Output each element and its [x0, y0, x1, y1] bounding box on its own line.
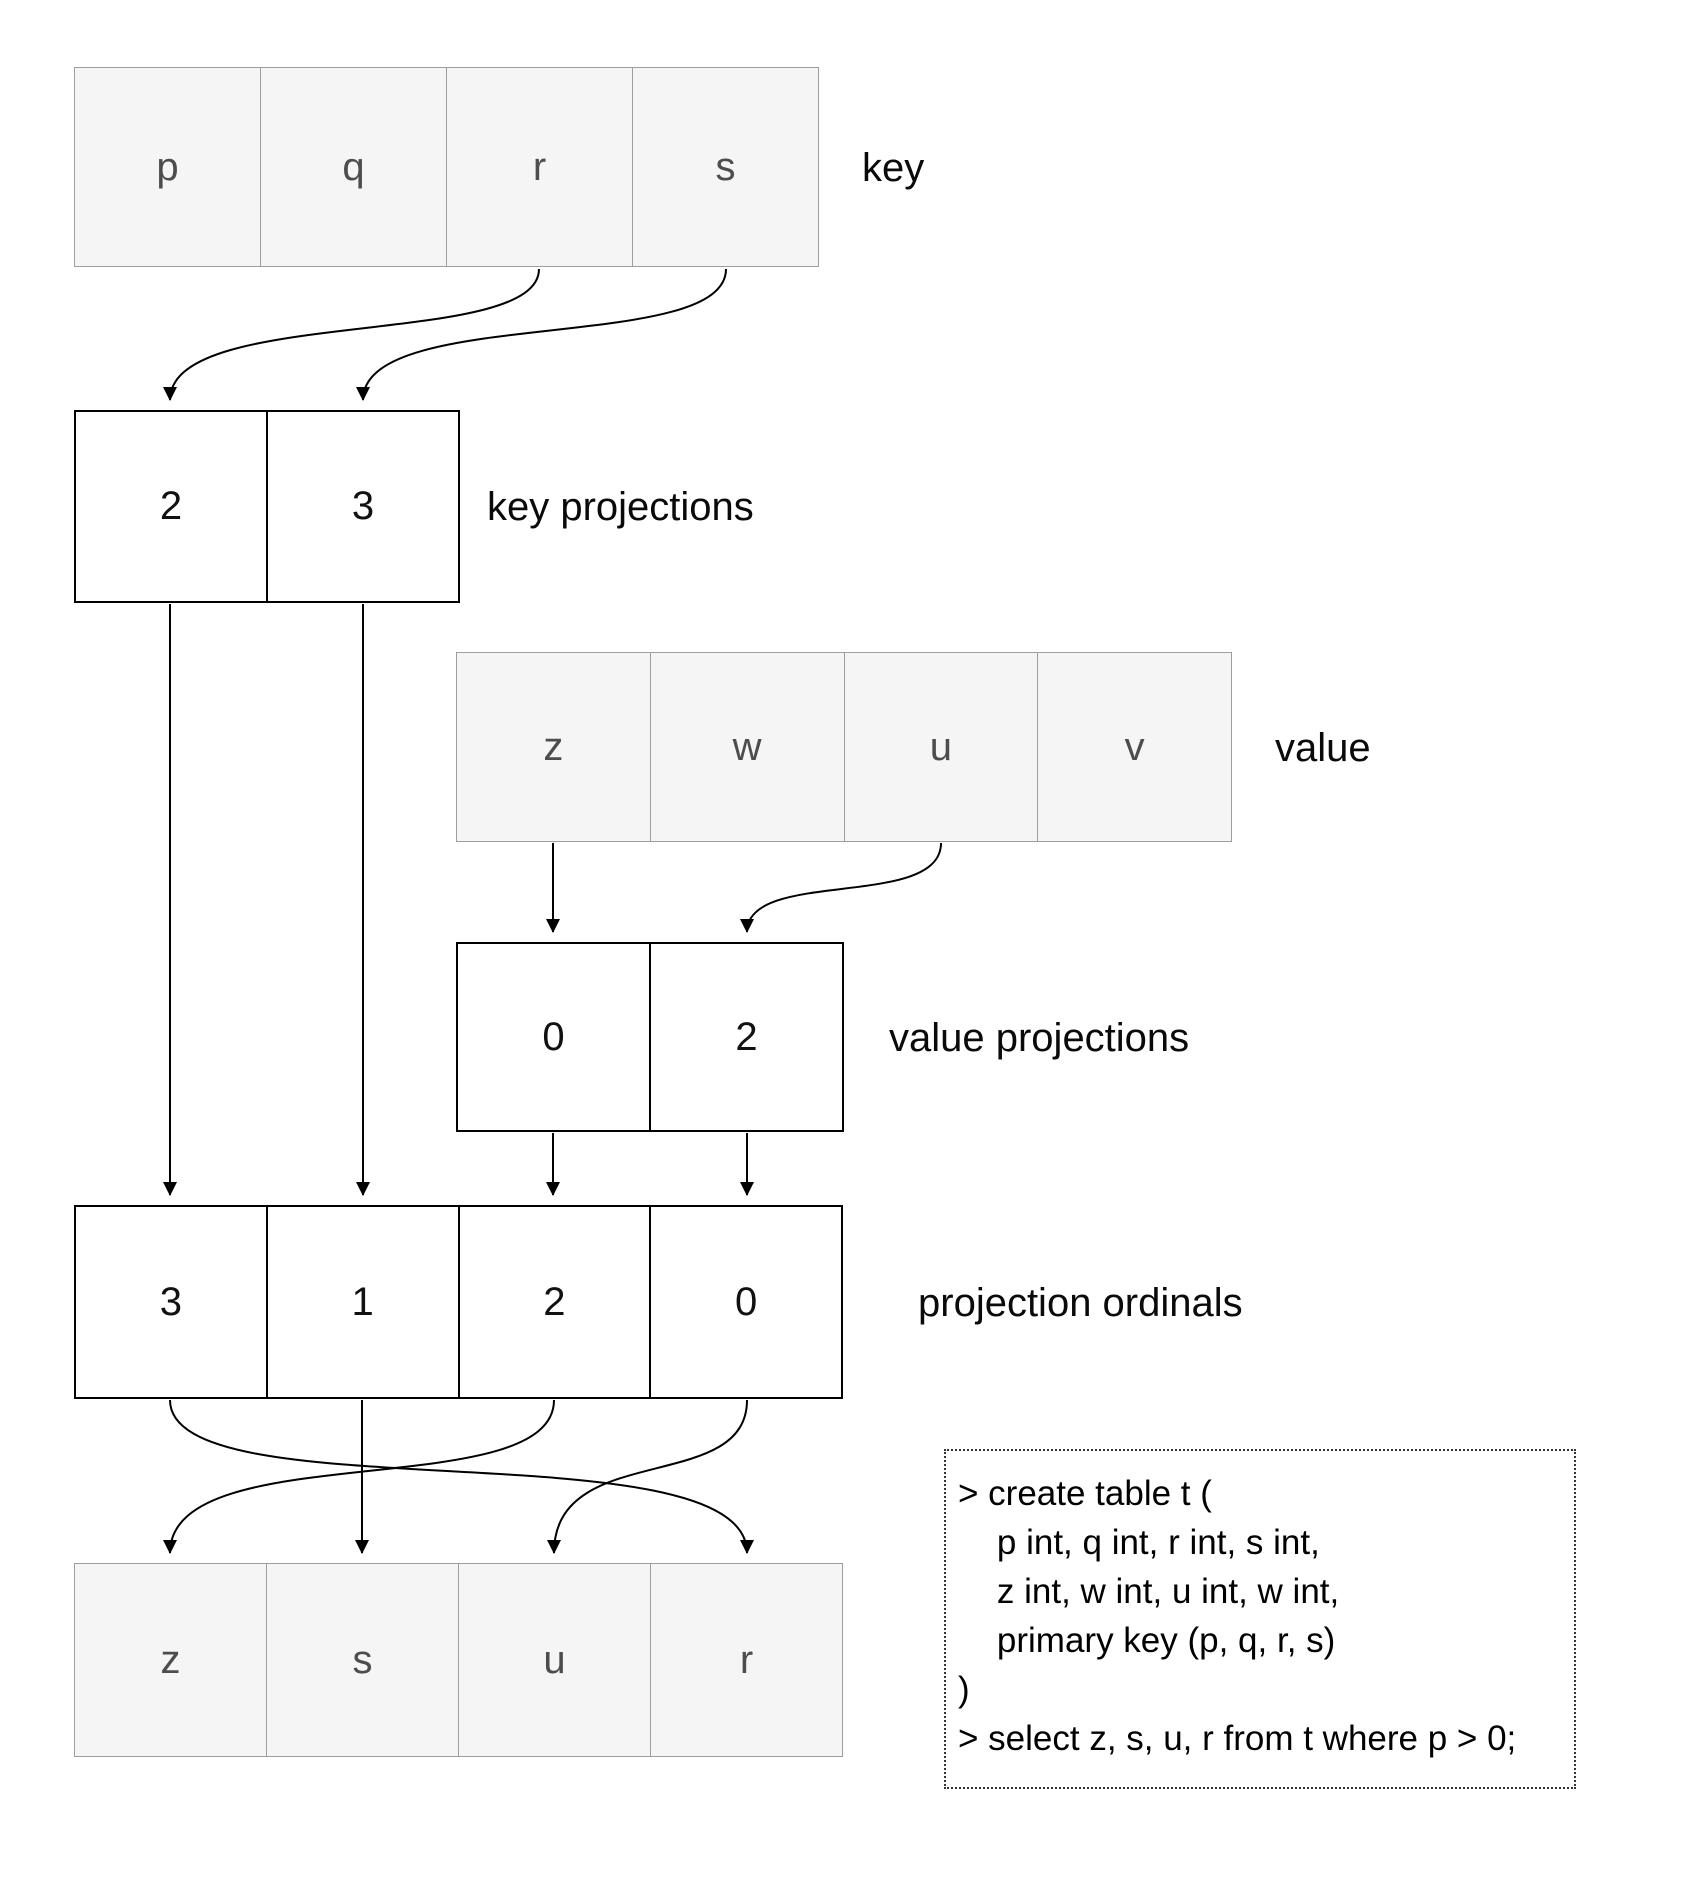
key-label: key [862, 146, 925, 190]
value-cell-2: u [844, 652, 1039, 842]
sql-line: > create table t ( [958, 1474, 1212, 1513]
result-cell-1: s [267, 1563, 459, 1757]
result-row: z s u r [74, 1563, 843, 1757]
sql-line: > select z, s, u, r from t where p > 0; [958, 1719, 1517, 1758]
projection-ordinal-cell-3: 0 [651, 1205, 843, 1399]
key-projection-cell-1: 3 [268, 410, 460, 603]
sql-code-box: > create table t ( p int, q int, r int, … [944, 1449, 1576, 1789]
sql-line: z int, w int, u int, w int, [958, 1572, 1340, 1611]
sql-line: primary key (p, q, r, s) [958, 1621, 1336, 1660]
key-cell-3: s [633, 67, 819, 267]
key-row: p q r s [74, 67, 819, 267]
projection-ordinals-label: projection ordinals [918, 1281, 1243, 1325]
arrow-ordinal-3-to-result-r [169, 1399, 754, 1554]
value-cell-1: w [650, 652, 845, 842]
key-cell-0: p [74, 67, 261, 267]
value-row: z w u v [456, 652, 1232, 842]
arrow-key-r-to-key-projection [163, 268, 540, 401]
projection-ordinal-cell-0: 3 [74, 1205, 268, 1399]
arrow-ordinal-0-to-result-u [547, 1399, 748, 1554]
value-cell-3: v [1038, 652, 1232, 842]
projection-ordinals-row: 3 1 2 0 [74, 1205, 843, 1399]
value-projection-cell-0: 0 [456, 942, 651, 1132]
value-label: value [1275, 726, 1371, 770]
value-projections-row: 0 2 [456, 942, 844, 1132]
key-projections-row: 2 3 [74, 410, 460, 603]
value-projections-label: value projections [889, 1016, 1190, 1060]
key-cell-1: q [261, 67, 447, 267]
arrow-key-s-to-key-projection [356, 268, 727, 401]
sql-line: ) [958, 1670, 970, 1709]
result-cell-3: r [651, 1563, 843, 1757]
result-cell-0: z [74, 1563, 267, 1757]
key-projections-label: key projections [487, 485, 754, 529]
value-cell-0: z [456, 652, 651, 842]
arrow-value-u-to-value-projection [740, 842, 942, 933]
key-projection-cell-0: 2 [74, 410, 268, 603]
value-projection-cell-1: 2 [651, 942, 844, 1132]
sql-line: p int, q int, r int, s int, [958, 1523, 1320, 1562]
projection-ordinal-cell-2: 2 [459, 1205, 652, 1399]
projection-ordinal-cell-1: 1 [267, 1205, 460, 1399]
key-cell-2: r [447, 67, 633, 267]
arrow-ordinal-2-to-result-z [163, 1399, 555, 1554]
result-cell-2: u [459, 1563, 651, 1757]
